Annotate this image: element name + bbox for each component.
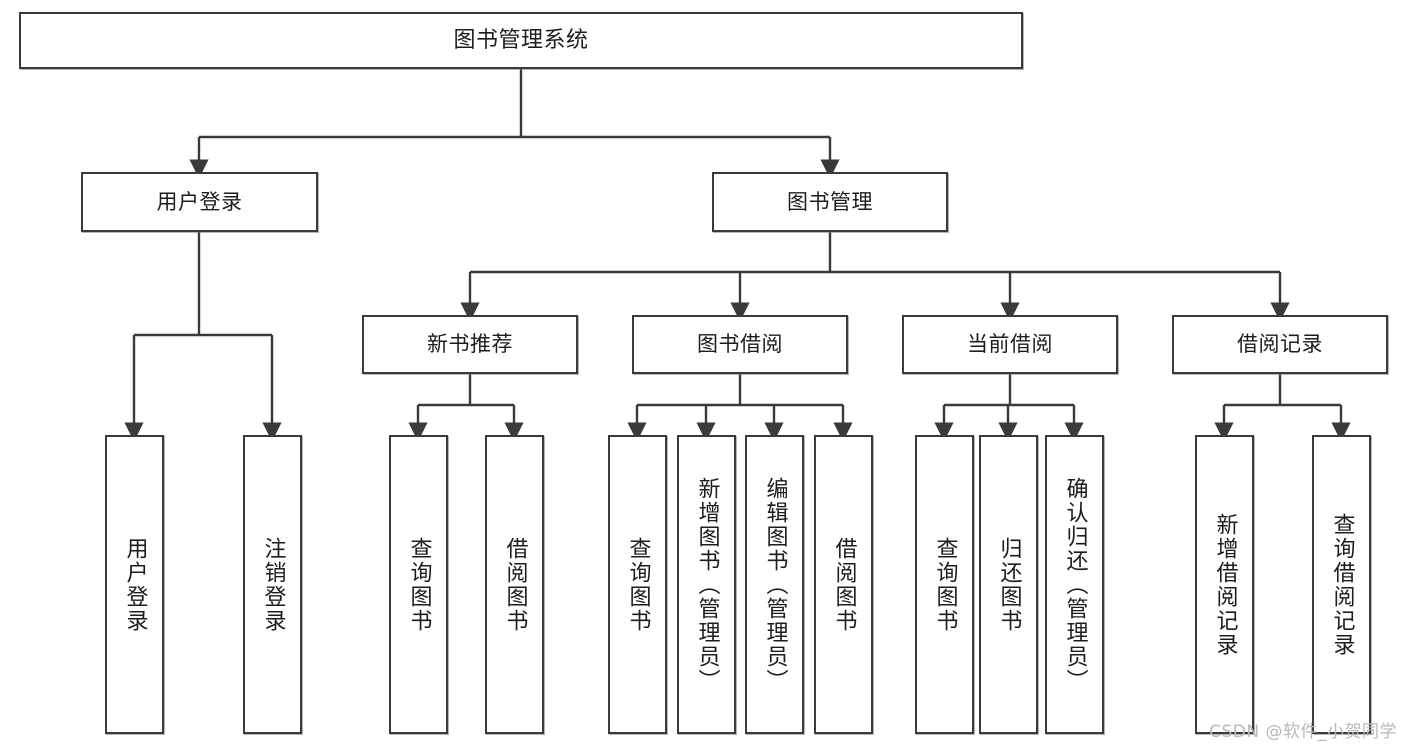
node-current-borrow[interactable]: 当前借阅 <box>902 315 1118 374</box>
node-label: 查询图书 <box>406 536 432 633</box>
node-leaf-borrow-book-2[interactable]: 借阅图书 <box>814 435 873 734</box>
node-label: 归还图书 <box>996 536 1022 633</box>
node-label: 借阅图书 <box>502 536 528 633</box>
node-leaf-query-book-2[interactable]: 查询图书 <box>608 435 667 734</box>
node-leaf-logout-login[interactable]: 注销登录 <box>243 435 302 734</box>
node-label: 新书推荐 <box>427 332 513 357</box>
node-book-borrow[interactable]: 图书借阅 <box>632 315 848 374</box>
node-book-manage[interactable]: 图书管理 <box>712 172 948 232</box>
node-label: 查询借阅记录 <box>1329 512 1355 657</box>
node-label: 图书管理 <box>787 189 873 214</box>
node-label: 编辑图书（管理员） <box>762 476 788 693</box>
node-root-system[interactable]: 图书管理系统 <box>19 12 1023 69</box>
node-label: 新增图书（管理员） <box>694 476 720 693</box>
node-leaf-return-book[interactable]: 归还图书 <box>979 435 1038 734</box>
node-borrow-record[interactable]: 借阅记录 <box>1172 315 1388 374</box>
node-leaf-query-book-1[interactable]: 查询图书 <box>389 435 448 734</box>
node-leaf-query-record[interactable]: 查询借阅记录 <box>1312 435 1371 734</box>
node-label: 图书借阅 <box>697 332 783 357</box>
node-leaf-confirm-return[interactable]: 确认归还（管理员） <box>1045 435 1104 734</box>
node-label: 注销登录 <box>260 536 286 633</box>
node-label: 查询图书 <box>932 536 958 633</box>
node-label: 新增借阅记录 <box>1212 512 1238 657</box>
node-new-book-rec[interactable]: 新书推荐 <box>362 315 578 374</box>
node-label: 用户登录 <box>156 189 243 214</box>
node-label: 用户登录 <box>122 536 148 633</box>
node-leaf-add-record[interactable]: 新增借阅记录 <box>1195 435 1254 734</box>
node-label: 当前借阅 <box>967 332 1053 357</box>
node-label: 借阅图书 <box>831 536 857 633</box>
node-leaf-query-book-3[interactable]: 查询图书 <box>915 435 974 734</box>
node-leaf-add-book[interactable]: 新增图书（管理员） <box>677 435 736 734</box>
node-label: 图书管理系统 <box>453 27 589 53</box>
node-label: 借阅记录 <box>1237 332 1323 357</box>
node-label: 查询图书 <box>625 536 651 633</box>
csdn-watermark: CSDN @软件_小贺同学 <box>1209 722 1397 742</box>
node-user-login[interactable]: 用户登录 <box>81 172 318 232</box>
node-leaf-user-login[interactable]: 用户登录 <box>105 435 164 734</box>
node-leaf-borrow-book-1[interactable]: 借阅图书 <box>485 435 544 734</box>
node-label: 确认归还（管理员） <box>1062 476 1088 693</box>
node-leaf-edit-book[interactable]: 编辑图书（管理员） <box>745 435 804 734</box>
